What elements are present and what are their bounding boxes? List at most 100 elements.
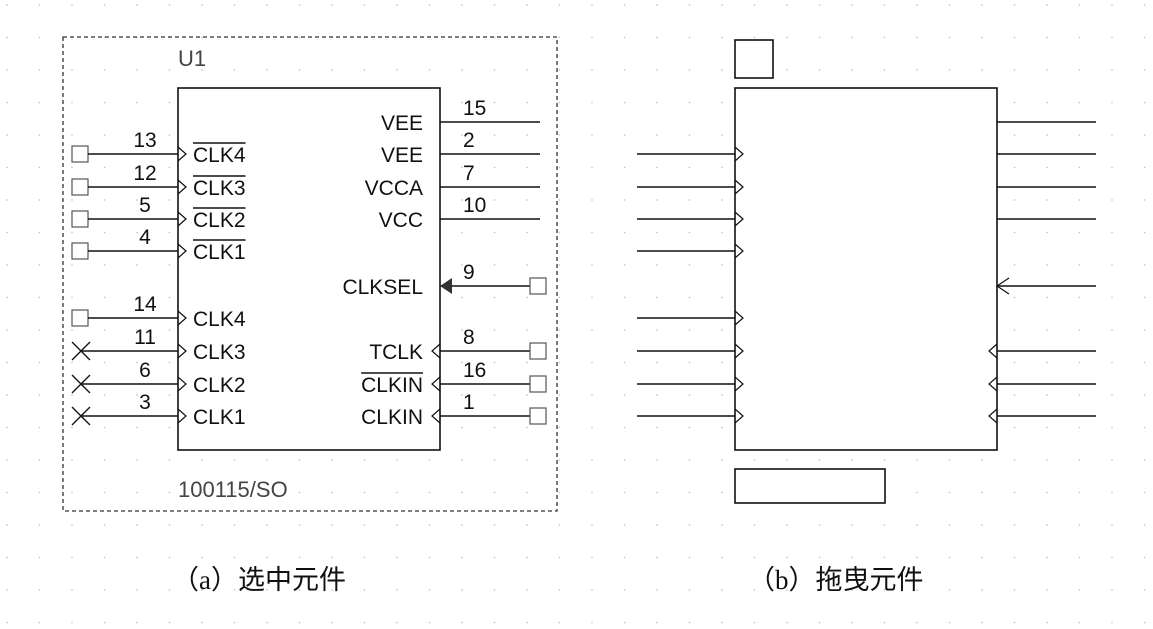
clock-arrow-icon: [177, 408, 187, 424]
pin-number: 3: [139, 391, 151, 414]
pin-number: 14: [133, 293, 157, 316]
clock-arrow-icon: [177, 243, 187, 259]
clock-arrow-icon: [431, 343, 441, 359]
pin-left: [637, 343, 744, 359]
pin-number: 5: [139, 194, 151, 217]
pin-end-box-icon: [529, 375, 547, 393]
pin-right: [995, 277, 1096, 295]
pin-name: VEE: [381, 144, 423, 167]
pin-number: 9: [463, 261, 475, 284]
clock-arrow-icon: [177, 211, 187, 227]
pin-end-box-icon: [529, 407, 547, 425]
component-designator: U1: [178, 46, 206, 71]
left-pin-lines: [637, 146, 744, 424]
designator-placeholder: [734, 39, 774, 79]
selection-outline: [62, 36, 558, 512]
pin-name: TCLK: [369, 341, 423, 364]
pin-name: CLK1: [193, 406, 246, 429]
clock-arrow-icon: [734, 408, 744, 424]
pin-end-box-icon: [529, 342, 547, 360]
pin-left: [637, 408, 744, 424]
clock-arrow-icon: [988, 408, 998, 424]
pin-number: 12: [133, 162, 156, 185]
input-arrow-icon: [440, 278, 452, 294]
caption-a: （a）选中元件: [172, 565, 346, 595]
pin-number: 16: [463, 359, 486, 382]
pin-number: 10: [463, 194, 486, 217]
component-body-outline[interactable]: [734, 87, 998, 451]
pin-number: 2: [463, 129, 475, 152]
pin-number: 6: [139, 359, 151, 382]
selected-component[interactable]: U1 100115/SO 13CLK412CLK35CLK24CLK114CLK…: [62, 36, 558, 512]
pin-end-box-icon: [529, 277, 547, 295]
pin-name: CLK2: [193, 374, 246, 397]
clock-arrow-icon: [431, 408, 441, 424]
clock-arrow-icon: [177, 179, 187, 195]
pin-end-box-icon: [71, 178, 89, 196]
pin-right: [988, 376, 1096, 392]
clock-arrow-icon: [734, 310, 744, 326]
pin-number: 4: [139, 226, 151, 249]
clock-arrow-icon: [734, 343, 744, 359]
clock-arrow-icon: [734, 179, 744, 195]
pin-name: CLKIN: [361, 374, 423, 397]
pin-left: [637, 146, 744, 162]
clock-arrow-icon: [734, 211, 744, 227]
pin-name: CLK1: [193, 241, 246, 264]
pin-name: CLK3: [193, 177, 246, 200]
pin-number: 7: [463, 162, 475, 185]
clock-arrow-icon: [177, 146, 187, 162]
pin-end-box-icon: [71, 145, 89, 163]
clock-arrow-icon: [988, 376, 998, 392]
pin-number: 13: [133, 129, 156, 152]
clock-arrow-icon: [734, 146, 744, 162]
pin-number: 1: [463, 391, 475, 414]
pin-right: [988, 343, 1096, 359]
pin-number: 8: [463, 326, 475, 349]
clock-arrow-icon: [734, 376, 744, 392]
pin-name: CLKSEL: [342, 276, 423, 299]
pin-left: [637, 376, 744, 392]
component-body[interactable]: [177, 87, 441, 451]
pin-end-box-icon: [71, 309, 89, 327]
pin-number: 15: [463, 97, 486, 120]
clock-arrow-icon: [177, 343, 187, 359]
clock-arrow-icon: [988, 343, 998, 359]
pin-end-box-icon: [71, 242, 89, 260]
part-name-placeholder: [734, 468, 886, 504]
input-arrow-icon: [995, 277, 1010, 295]
pin-name: CLK4: [193, 144, 246, 167]
pin-name: VCCA: [365, 177, 423, 200]
component-part-name: 100115/SO: [178, 477, 288, 502]
pin-name: CLKIN: [361, 406, 423, 429]
pin-end-box-icon: [71, 210, 89, 228]
pin-name: CLK2: [193, 209, 246, 232]
pin-name: CLK3: [193, 341, 246, 364]
clock-arrow-icon: [734, 243, 744, 259]
dragged-component[interactable]: [637, 39, 1096, 504]
left-pins: 13CLK412CLK35CLK24CLK114CLK411CLK36CLK23…: [71, 129, 246, 429]
clock-arrow-icon: [177, 376, 187, 392]
pin-left: [637, 211, 744, 227]
pin-name: CLK4: [193, 308, 246, 331]
pin-name: VCC: [379, 209, 423, 232]
clock-arrow-icon: [177, 310, 187, 326]
clock-arrow-icon: [431, 376, 441, 392]
